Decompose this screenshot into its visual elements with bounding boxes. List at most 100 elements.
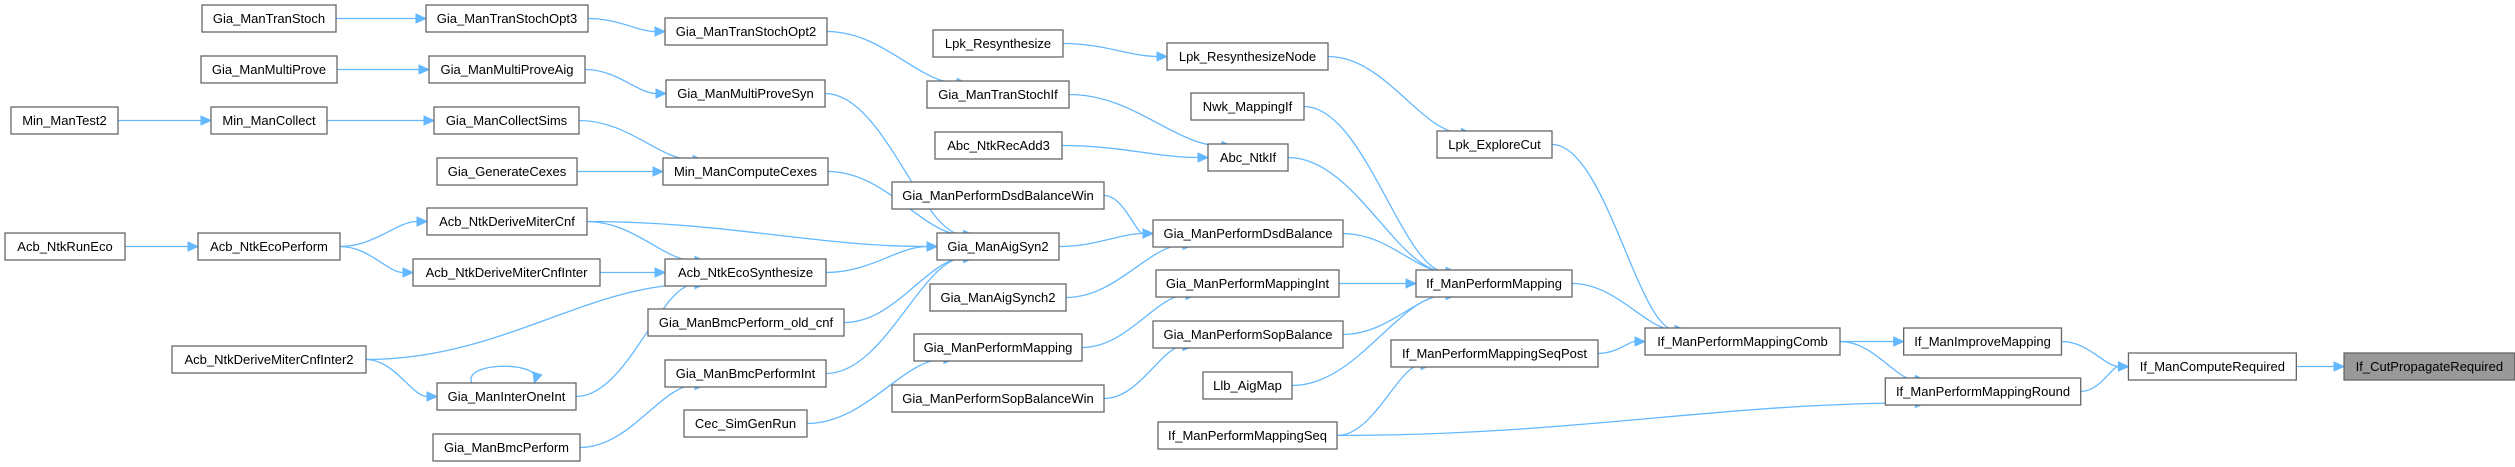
node-gia-man-perform-mapping[interactable]: Gia_ManPerformMapping <box>913 333 1083 362</box>
nodes-layer: Gia_ManTranStoch Gia_ManTranStochOpt3Gia_… <box>4 4 2515 462</box>
edge-gia-man-multi-prove-syn-to-gia-man-aig-syn2 <box>824 92 975 241</box>
node-acb-ntk-derive-miter-cnf-inter[interactable]: Acb_NtkDeriveMiterCnfInter <box>412 258 601 287</box>
node-gia-man-collect-sims[interactable]: Gia_ManCollectSims <box>433 106 580 135</box>
node-gia-man-multi-prove-syn[interactable]: Gia_ManMultiProveSyn <box>665 79 826 108</box>
node-gia-man-bmc-perform-old-cnf[interactable]: Gia_ManBmcPerform_old_cnf <box>647 308 845 337</box>
edge-line <box>1291 294 1447 387</box>
edge-line <box>1068 93 1223 147</box>
edge-line <box>1336 364 1422 437</box>
node-label: Min_ManTest2 <box>22 113 107 128</box>
arrow-head-icon <box>654 26 667 37</box>
edge-line <box>579 384 696 449</box>
edge-line <box>586 220 696 262</box>
arrow-head-icon <box>654 267 667 278</box>
node-lpk-resynthesize[interactable]: Lpk_Resynthesize <box>932 29 1064 58</box>
node-label: Gia_ManBmcPerform <box>444 440 569 455</box>
edge-gia-man-multi-prove-to-gia-man-multi-prove-aig <box>337 64 431 75</box>
edge-lpk-resynthesize-to-lpk-resynthesize-node <box>1062 42 1169 62</box>
node-gia-man-bmc-perform-int[interactable]: Gia_ManBmcPerformInt <box>664 359 827 388</box>
node-if-man-perform-mapping[interactable]: If_ManPerformMapping <box>1415 269 1573 298</box>
node-llb-aig-map[interactable]: Llb_AigMap <box>1202 371 1293 400</box>
node-gia-generate-cexes[interactable]: Gia_GenerateCexes <box>436 157 578 186</box>
edge-acb-ntk-run-eco-to-acb-ntk-eco-perform <box>124 241 200 252</box>
edge-line <box>1287 156 1447 273</box>
node-min-man-collect[interactable]: Min_ManCollect <box>210 106 328 135</box>
node-if-man-perform-mapping-comb[interactable]: If_ManPerformMappingComb <box>1644 327 1841 356</box>
node-label: Gia_ManPerformDsdBalance <box>1163 226 1332 241</box>
edge-abc-ntk-if-to-if-man-perform-mapping <box>1287 156 1458 278</box>
node-label: If_CutPropagateRequired <box>2356 359 2503 374</box>
edge-if-man-perform-mapping-to-if-man-perform-mapping-comb <box>1571 282 1687 336</box>
node-if-man-perform-mapping-round[interactable]: If_ManPerformMappingRound <box>1884 377 2082 406</box>
node-gia-man-multi-prove-aig[interactable]: Gia_ManMultiProveAig <box>428 55 586 84</box>
node-lpk-explore-cut[interactable]: Lpk_ExploreCut <box>1436 130 1553 159</box>
edge-acb-ntk-eco-perform-to-acb-ntk-derive-miter-cnf-inter <box>339 245 415 278</box>
edge-line <box>365 358 428 398</box>
node-box <box>664 258 827 287</box>
edge-gia-man-tran-stoch-opt3-to-gia-man-tran-stoch-opt2 <box>587 17 667 37</box>
node-gia-man-perform-dsd-balance-win[interactable]: Gia_ManPerformDsdBalanceWin <box>891 181 1105 210</box>
node-label: Gia_ManTranStoch <box>213 11 325 26</box>
edge-line <box>470 365 536 384</box>
edge-acb-ntk-eco-perform-to-acb-ntk-derive-miter-cnf <box>339 216 429 248</box>
node-acb-ntk-derive-miter-cnf[interactable]: Acb_NtkDeriveMiterCnf <box>426 207 588 236</box>
node-gia-man-inter-one-int[interactable]: Gia_ManInterOneInt <box>436 382 577 411</box>
node-gia-man-aig-synch2[interactable]: Gia_ManAigSynch2 <box>929 283 1067 312</box>
node-abc-ntk-rec-add3[interactable]: Abc_NtkRecAdd3 <box>934 131 1063 160</box>
node-label: If_ManPerformMappingSeqPost <box>1402 346 1587 361</box>
node-box <box>436 382 577 411</box>
node-if-man-compute-required[interactable]: If_ManComputeRequired <box>2127 352 2297 381</box>
node-box <box>171 345 367 374</box>
edge-line <box>2061 340 2119 368</box>
node-gia-man-tran-stoch[interactable]: Gia_ManTranStoch <box>201 4 337 33</box>
node-lpk-resynthesize-node[interactable]: Lpk_ResynthesizeNode <box>1166 42 1329 71</box>
node-min-man-test2[interactable]: Min_ManTest2 <box>10 106 119 135</box>
node-box <box>1152 219 1344 248</box>
arrow-head-icon <box>1634 336 1647 347</box>
node-acb-ntk-eco-perform[interactable]: Acb_NtkEcoPerform <box>197 232 341 261</box>
node-box <box>210 106 328 135</box>
node-gia-man-aig-syn2[interactable]: Gia_ManAigSyn2 <box>936 232 1060 261</box>
node-label: If_ManImproveMapping <box>1914 334 2051 349</box>
node-label: Gia_ManPerformSopBalance <box>1163 327 1332 342</box>
node-if-man-improve-mapping[interactable]: If_ManImproveMapping <box>1903 327 2063 356</box>
node-abc-ntk-if[interactable]: Abc_NtkIf <box>1207 143 1289 172</box>
node-gia-man-bmc-perform[interactable]: Gia_ManBmcPerform <box>432 433 581 462</box>
arrow-head-icon <box>652 166 665 177</box>
node-acb-ntk-run-eco[interactable]: Acb_NtkRunEco <box>4 232 126 261</box>
node-min-man-compute-cexes[interactable]: Min_ManComputeCexes <box>662 157 829 186</box>
node-cec-sim-gen-run[interactable]: Cec_SimGenRun <box>683 409 808 438</box>
edge-if-man-compute-required-to-if-cut-propagate-required <box>2296 361 2346 372</box>
node-gia-man-multi-prove[interactable]: Gia_ManMultiProve <box>200 55 338 84</box>
node-box <box>929 283 1067 312</box>
edge-gia-man-inter-one-int-to-gia-man-inter-one-int <box>470 365 543 385</box>
arrow-head-icon <box>1405 278 1418 289</box>
edge-if-man-perform-mapping-seq-to-if-man-perform-mapping-seq-post <box>1336 359 1433 437</box>
edge-acb-ntk-derive-miter-cnf-inter2-to-gia-man-inter-one-int <box>365 358 439 402</box>
node-gia-man-tran-stoch-opt3[interactable]: Gia_ManTranStochOpt3 <box>425 4 589 33</box>
node-if-man-perform-mapping-seq-post[interactable]: If_ManPerformMappingSeqPost <box>1390 339 1599 368</box>
node-gia-man-tran-stoch-opt2[interactable]: Gia_ManTranStochOpt2 <box>664 17 828 46</box>
node-label: Acb_NtkDeriveMiterCnfInter2 <box>184 352 353 367</box>
node-box <box>891 384 1105 413</box>
arrow-head-icon <box>655 88 668 99</box>
edge-min-man-collect-to-gia-man-collect-sims <box>327 115 436 126</box>
arrow-head-icon <box>1197 152 1210 163</box>
node-label: Gia_ManTranStochOpt2 <box>676 24 816 39</box>
node-gia-man-perform-dsd-balance[interactable]: Gia_ManPerformDsdBalance <box>1152 219 1344 248</box>
edge-line <box>578 119 694 161</box>
node-box <box>662 157 829 186</box>
node-acb-ntk-derive-miter-cnf-inter2[interactable]: Acb_NtkDeriveMiterCnfInter2 <box>171 345 367 374</box>
node-label: Lpk_Resynthesize <box>945 36 1051 51</box>
node-box <box>665 79 826 108</box>
node-acb-ntk-eco-synthesize[interactable]: Acb_NtkEcoSynthesize <box>664 258 827 287</box>
node-gia-man-perform-sop-balance[interactable]: Gia_ManPerformSopBalance <box>1152 320 1344 349</box>
edge-gia-man-perform-dsd-balance-win-to-gia-man-perform-dsd-balance <box>1103 194 1155 239</box>
node-gia-man-tran-stoch-if[interactable]: Gia_ManTranStochIf <box>926 80 1070 109</box>
node-gia-man-perform-sop-balance-win[interactable]: Gia_ManPerformSopBalanceWin <box>891 384 1105 413</box>
node-if-man-perform-mapping-seq[interactable]: If_ManPerformMappingSeq <box>1157 421 1338 450</box>
node-gia-man-perform-mapping-int[interactable]: Gia_ManPerformMappingInt <box>1155 269 1340 298</box>
edge-line <box>1103 194 1144 235</box>
node-nwk-mapping-if[interactable]: Nwk_MappingIf <box>1190 92 1305 121</box>
